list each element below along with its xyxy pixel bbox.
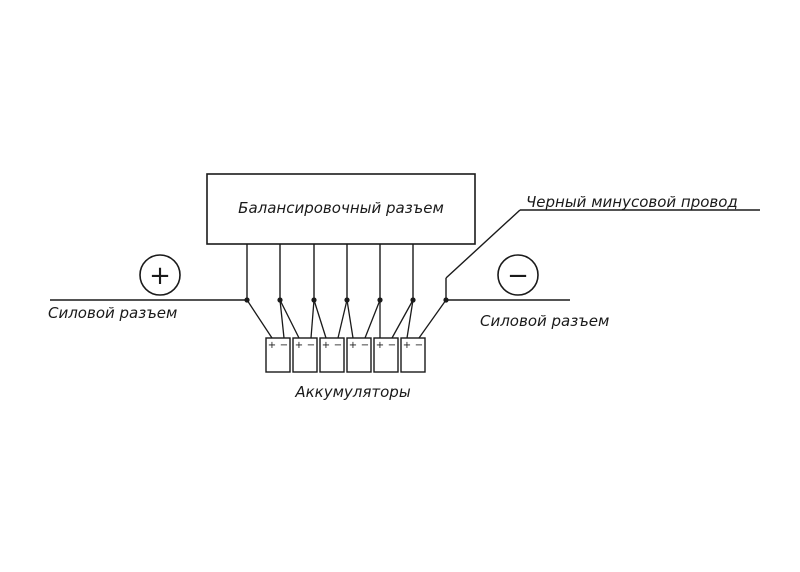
minus-terminal-symbol: [497, 254, 539, 296]
cell-minus-sign: −: [388, 340, 396, 351]
cell-minus-lead: [364, 299, 381, 339]
balance-connector-label: Балансировочный разъем: [238, 199, 444, 217]
batteries-label: Аккумуляторы: [294, 383, 410, 401]
cell-plus-sign: +: [376, 340, 384, 351]
minus-sign: −: [507, 261, 529, 291]
cell-plus-lead: [346, 299, 354, 339]
cell-plus-sign: +: [322, 340, 330, 351]
battery-cells: +−+−+−+−+−+−: [246, 299, 447, 373]
cell-minus-lead: [310, 299, 315, 339]
balance-wires: [244, 244, 449, 303]
cell-minus-lead: [337, 299, 348, 339]
battery-cell: [265, 337, 291, 373]
cell-minus-sign: −: [415, 340, 423, 351]
cell-minus-sign: −: [361, 340, 369, 351]
power-connector-right-label: Силовой разъем: [480, 312, 609, 330]
cell-plus-sign: +: [268, 340, 276, 351]
cell-minus-sign: −: [307, 340, 315, 351]
cell-minus-lead: [279, 299, 285, 339]
plus-terminal-symbol: [139, 254, 181, 296]
cell-plus-sign: +: [349, 340, 357, 351]
battery-cell: [292, 337, 318, 373]
cell-plus-lead: [279, 299, 300, 339]
black-minus-wire-diagonal: [445, 209, 521, 279]
balance-connector-box: [206, 173, 476, 245]
cell-minus-sign: −: [334, 340, 342, 351]
cell-plus-sign: +: [403, 340, 411, 351]
battery-cell: [346, 337, 372, 373]
black-minus-wire-label: Черный минусовой провод: [526, 193, 738, 211]
cell-plus-lead: [406, 299, 414, 339]
battery-cell: [373, 337, 399, 373]
plus-sign: +: [149, 261, 171, 291]
cell-plus-lead: [313, 299, 327, 339]
battery-cell: [319, 337, 345, 373]
battery-cell: [400, 337, 426, 373]
power-connector-left-label: Силовой разъем: [48, 304, 177, 322]
cell-minus-lead: [418, 299, 447, 339]
cell-minus-sign: −: [280, 340, 288, 351]
cell-minus-lead: [391, 299, 414, 339]
cell-plus-lead: [246, 299, 273, 339]
cell-plus-sign: +: [295, 340, 303, 351]
